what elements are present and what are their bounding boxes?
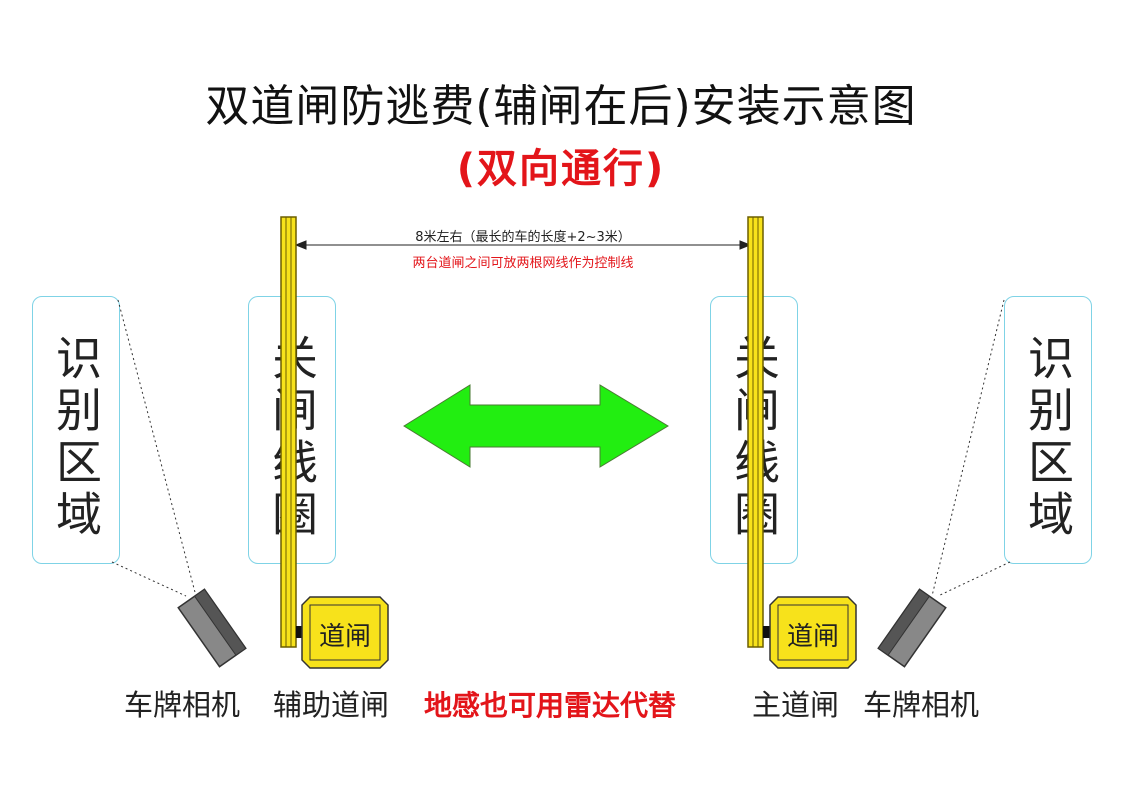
left-gate-box [301,596,389,669]
left-recognition-label: 识别区域 [49,334,103,542]
left-gate-connector [296,626,304,638]
right-barrier-arm [747,216,764,648]
right-recognition-label: 识别区域 [1021,334,1075,542]
radar-note: 地感也可用雷达代替 [424,689,677,722]
left-camera-icon [177,588,247,668]
left-barrier-arm [280,216,297,648]
left-camera-label: 车牌相机 [124,688,241,722]
left-recognition-zone: 识别区域 [32,296,120,564]
page-title: 双道闸防逃费(辅闸在后)安装示意图 [205,81,917,132]
camera-sight-lines [111,299,1011,597]
right-gate-box-label: 道闸 [786,622,839,652]
bidirectional-arrow [403,384,669,468]
main-gate-label: 主道闸 [752,688,840,722]
right-recognition-zone: 识别区域 [1004,296,1092,564]
right-gate-box [769,596,857,669]
left-gate-box-label: 道闸 [318,622,371,652]
aux-gate-label: 辅助道闸 [273,688,390,722]
distance-dimension-line [294,240,752,250]
page-subtitle: (双向通行) [456,146,666,192]
right-camera-label: 车牌相机 [863,688,980,722]
distance-note: 两台道闸之间可放两根网线作为控制线 [412,256,634,271]
right-camera-icon [877,588,947,668]
distance-label: 8米左右（最长的车的长度+2~3米） [415,230,631,245]
right-gate-connector [763,626,771,638]
